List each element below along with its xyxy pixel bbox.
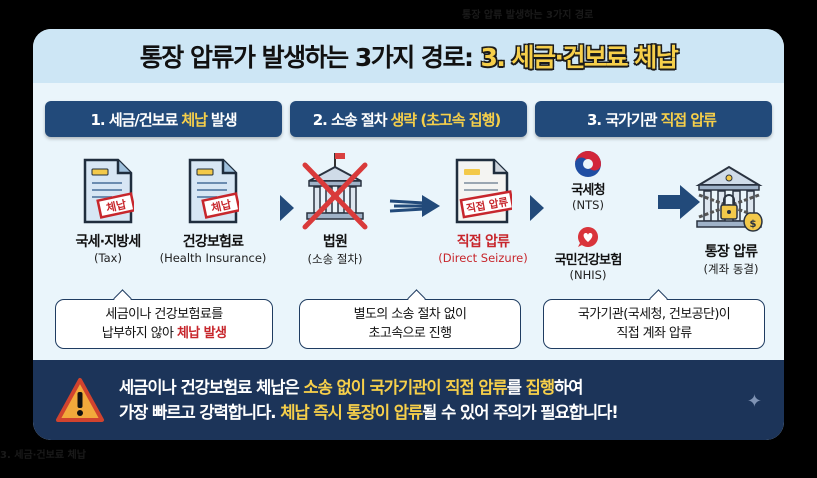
title-highlight: 3. 세금·건보료 체납 bbox=[480, 43, 678, 72]
callout-3: 국가기관(국세청, 건보공단)이 직접 계좌 압류 bbox=[543, 299, 765, 349]
callout-2-line2: 초고속으로 진행 bbox=[368, 326, 452, 341]
warning-text-part: 하여 bbox=[554, 378, 583, 397]
callout-2: 별도의 소송 절차 없이 초고속으로 진행 bbox=[299, 299, 521, 349]
warning-highlight: 소송 없이 국가기관이 직접 압류 bbox=[303, 378, 507, 397]
bank-item: $ 통장 압류 (계좌 동결) bbox=[671, 161, 784, 277]
warning-highlight: 집행 bbox=[525, 378, 555, 397]
tax-item: 체납 국세·지방세 (Tax) bbox=[73, 157, 143, 265]
speed-arrow-icon bbox=[389, 195, 440, 217]
callout-1-line1: 세금이나 건강보험료를 bbox=[105, 307, 223, 322]
seizure-label: 직접 압류 bbox=[456, 234, 510, 250]
sparkle-icon: ✦ bbox=[746, 391, 762, 412]
seizure-sub: (Direct Seizure) bbox=[438, 251, 528, 265]
nts-sub: (NTS) bbox=[572, 198, 604, 212]
page-title: 통장 압류가 발생하는 3가지 경로: 3. 세금·건보료 체납 bbox=[33, 29, 784, 83]
step-2-prefix: 2. 소송 절차 bbox=[312, 110, 388, 129]
step-3-highlight: 직접 압류 bbox=[660, 110, 717, 129]
infographic-image: 통장 압류가 발생하는 3가지 경로: 3. 세금·건보료 체납 1. 세금/건… bbox=[33, 29, 784, 440]
callout-1-line2: 납부하지 않아 bbox=[101, 326, 174, 341]
callout-3-line2: 직접 계좌 압류 bbox=[616, 326, 692, 341]
steps-header: 1. 세금/건보료 체납 발생 2. 소송 절차 생략 (초고속 집행) 3. … bbox=[45, 101, 772, 137]
nhis-heart-icon bbox=[578, 227, 598, 247]
stamp-text: 체납 bbox=[210, 197, 233, 215]
svg-text:$: $ bbox=[750, 219, 757, 230]
health-item: 체납 건강보험료 (Health Insurance) bbox=[158, 157, 268, 265]
nts-logo-icon bbox=[575, 151, 601, 177]
warning-text-part: 될 수 있어 주의가 필요합니다! bbox=[422, 403, 619, 422]
tax-sub: (Tax) bbox=[94, 251, 122, 265]
health-sub: (Health Insurance) bbox=[159, 251, 267, 265]
nts-label: 국세청 bbox=[571, 183, 605, 198]
arrow-right-icon bbox=[530, 195, 544, 221]
seizure-item: 직접 압류 직접 압류 (Direct Seizure) bbox=[428, 157, 538, 265]
tax-label: 국세·지방세 bbox=[75, 234, 142, 250]
document-stamp-icon: 체납 bbox=[188, 158, 239, 224]
document-stamp-icon: 직접 압류 bbox=[455, 158, 512, 224]
step-2-highlight: 생략 (초고속 집행) bbox=[390, 110, 502, 129]
court-item: 법원 (소송 절차) bbox=[295, 151, 375, 267]
court-sub: (소송 절차) bbox=[307, 252, 363, 266]
bank-sub: (계좌 동결) bbox=[703, 262, 759, 276]
background-text: 통장 압류 발생하는 3가지 경로 bbox=[462, 10, 594, 21]
warning-text-part: 를 bbox=[506, 378, 522, 397]
nts-item: 국세청 (NTS) bbox=[548, 149, 628, 212]
warning-text: 세금이나 건강보험료 체납은 소송 없이 국가기관이 직접 압류를 집행하여 가… bbox=[119, 375, 619, 425]
title-main: 통장 압류가 발생하는 3가지 경로: bbox=[139, 43, 474, 72]
step-2: 2. 소송 절차 생략 (초고속 집행) bbox=[290, 101, 527, 137]
warning-text-part: 가장 빠르고 강력합니다. bbox=[119, 403, 277, 422]
warning-banner: 세금이나 건강보험료 체납은 소송 없이 국가기관이 직접 압류를 집행하여 가… bbox=[33, 360, 784, 440]
callout-1: 세금이나 건강보험료를 납부하지 않아 체납 발생 bbox=[55, 299, 273, 349]
arrow-right-icon bbox=[280, 195, 294, 221]
callout-3-line1: 국가기관(국세청, 건보공단)이 bbox=[577, 307, 731, 322]
nhis-item: 국민건강보험 (NHIS) bbox=[543, 225, 633, 282]
stamp-text: 체납 bbox=[105, 197, 128, 215]
bank-chained-icon: $ bbox=[695, 165, 763, 232]
step-1: 1. 세금/건보료 체납 발생 bbox=[45, 101, 282, 137]
step-1-prefix: 1. 세금/건보료 bbox=[90, 110, 178, 129]
step-3: 3. 국가기관 직접 압류 bbox=[535, 101, 772, 137]
bank-label: 통장 압류 bbox=[704, 244, 758, 260]
nhis-sub: (NHIS) bbox=[569, 268, 607, 282]
warning-text-part: 세금이나 건강보험료 체납은 bbox=[119, 378, 300, 397]
court-label: 법원 bbox=[322, 234, 348, 250]
warning-triangle-icon bbox=[56, 378, 104, 422]
background-text: 3. 세금·건보료 체납 bbox=[0, 450, 86, 461]
step-1-suffix: 발생 bbox=[210, 110, 238, 129]
document-stamp-icon: 체납 bbox=[83, 158, 134, 224]
health-label: 건강보험료 bbox=[182, 234, 244, 250]
warning-highlight: 체납 즉시 통장이 압류 bbox=[280, 403, 423, 422]
nhis-label: 국민건강보험 bbox=[554, 253, 623, 268]
court-crossed-icon bbox=[302, 153, 368, 230]
arrow-right-icon bbox=[658, 185, 700, 219]
step-3-prefix: 3. 국가기관 bbox=[587, 110, 658, 129]
callout-2-line1: 별도의 소송 절차 없이 bbox=[353, 307, 467, 322]
icons-row: 체납 국세·지방세 (Tax) 체납 건강보험료 (Health Insu bbox=[33, 147, 784, 287]
step-1-highlight: 체납 bbox=[181, 110, 208, 129]
callout-1-highlight: 체납 발생 bbox=[176, 326, 227, 341]
